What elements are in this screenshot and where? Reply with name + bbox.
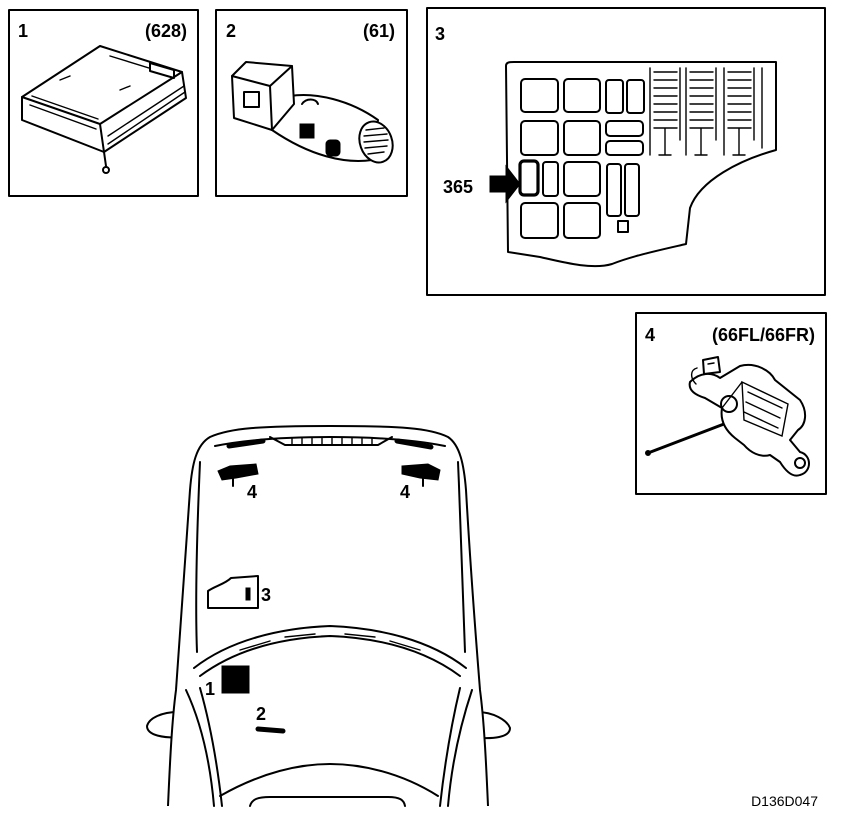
- vehicle-top-view: 4 4 3 1 2: [146, 425, 511, 807]
- panel-4-code: (66FL/66FR): [712, 325, 815, 345]
- actuator-housing-details: [721, 380, 789, 437]
- fuse-365-label: 365: [443, 177, 473, 197]
- actuator-mount-ring: [794, 457, 806, 469]
- windshield-cowl: [193, 625, 467, 669]
- actuator-rod-tip: [645, 450, 651, 456]
- panel-4-number: 4: [645, 325, 655, 345]
- left-headlamp-actuator: [217, 463, 259, 481]
- callout-actuator-left: 4: [247, 482, 257, 502]
- panel-2-number: 2: [226, 21, 236, 41]
- callout-actuator-right: 4: [400, 482, 410, 502]
- panel-2-frame: [215, 9, 408, 197]
- fuse: [520, 120, 559, 156]
- relay-comb-1: [649, 67, 681, 156]
- fuse-365-arrow: [489, 164, 521, 204]
- fuse: [542, 161, 559, 197]
- panel-4-actuator: 4 (66FL/66FR): [635, 312, 827, 495]
- panel-2-code: (61): [363, 21, 395, 41]
- switch-button-a: [299, 123, 315, 139]
- fuse: [563, 161, 601, 197]
- actuator-rod: [646, 422, 726, 455]
- panel-3-fuse-box: 3 365: [426, 7, 826, 296]
- actuator-gear: [720, 395, 738, 413]
- grille: [269, 436, 393, 446]
- cowl-vents: [239, 633, 421, 651]
- panel-1-frame: [8, 9, 199, 197]
- left-headlamp: [226, 438, 266, 449]
- grille-slats: [291, 437, 373, 445]
- callout-switch: 2: [256, 704, 266, 724]
- relay-comb-3: [723, 67, 763, 156]
- fuse: [605, 79, 624, 114]
- fuse: [606, 163, 622, 217]
- body-outline: [167, 425, 489, 807]
- fuse: [520, 202, 559, 239]
- fuse: [605, 120, 644, 137]
- relay-comb-2: [685, 67, 717, 156]
- windshield-top-edge: [219, 763, 439, 797]
- fuse: [563, 120, 601, 156]
- switch-window: [243, 91, 260, 108]
- module-foot-pin: [102, 166, 110, 174]
- actuator-connector-clip: [702, 356, 721, 375]
- module-foot: [103, 151, 107, 167]
- fuse-365-highlighted: [518, 159, 540, 197]
- actuator-clip-detail: [690, 362, 715, 385]
- switch-head-edges: [231, 65, 293, 131]
- panel-3-number: 3: [435, 24, 445, 44]
- callout-control-module: 1: [205, 679, 215, 699]
- control-module-location: [221, 665, 250, 694]
- module-body: [21, 45, 187, 153]
- panel-2-switch: 2 (61): [215, 9, 408, 197]
- panel-1-number: 1: [18, 21, 28, 41]
- switch-knurl-hatching: [363, 127, 389, 155]
- module-details: [29, 55, 186, 145]
- module-edges: [21, 71, 183, 153]
- fuse: [520, 78, 559, 113]
- fuse-grid: [518, 78, 645, 239]
- right-headlamp: [394, 438, 434, 450]
- panel-1-control-module: 1 (628): [8, 9, 199, 197]
- actuator-housing: [688, 364, 810, 477]
- fuse: [626, 79, 645, 114]
- windshield-cowl-inner: [199, 635, 461, 677]
- right-headlamp-actuator: [401, 463, 441, 481]
- panel-3-frame: [426, 7, 826, 296]
- fuse: [563, 78, 601, 113]
- switch-button-b: [325, 139, 341, 157]
- panel-4-frame: [635, 312, 827, 495]
- vehicle-fuse-marker: [245, 587, 251, 601]
- drawing-id: D136D047: [751, 793, 818, 809]
- fuse: [563, 202, 601, 239]
- callout-fuse-box: 3: [261, 585, 271, 605]
- fuse: [617, 220, 629, 233]
- a-pillars: [185, 687, 473, 807]
- panel-1-code: (628): [145, 21, 187, 41]
- fuse: [605, 140, 644, 156]
- module-connector: [149, 62, 175, 79]
- switch-location: [255, 726, 286, 734]
- roof-opening: [249, 796, 406, 807]
- switch-stalk-stub: [301, 98, 319, 105]
- fuse-box-outline: [505, 61, 777, 268]
- fuse: [624, 163, 640, 217]
